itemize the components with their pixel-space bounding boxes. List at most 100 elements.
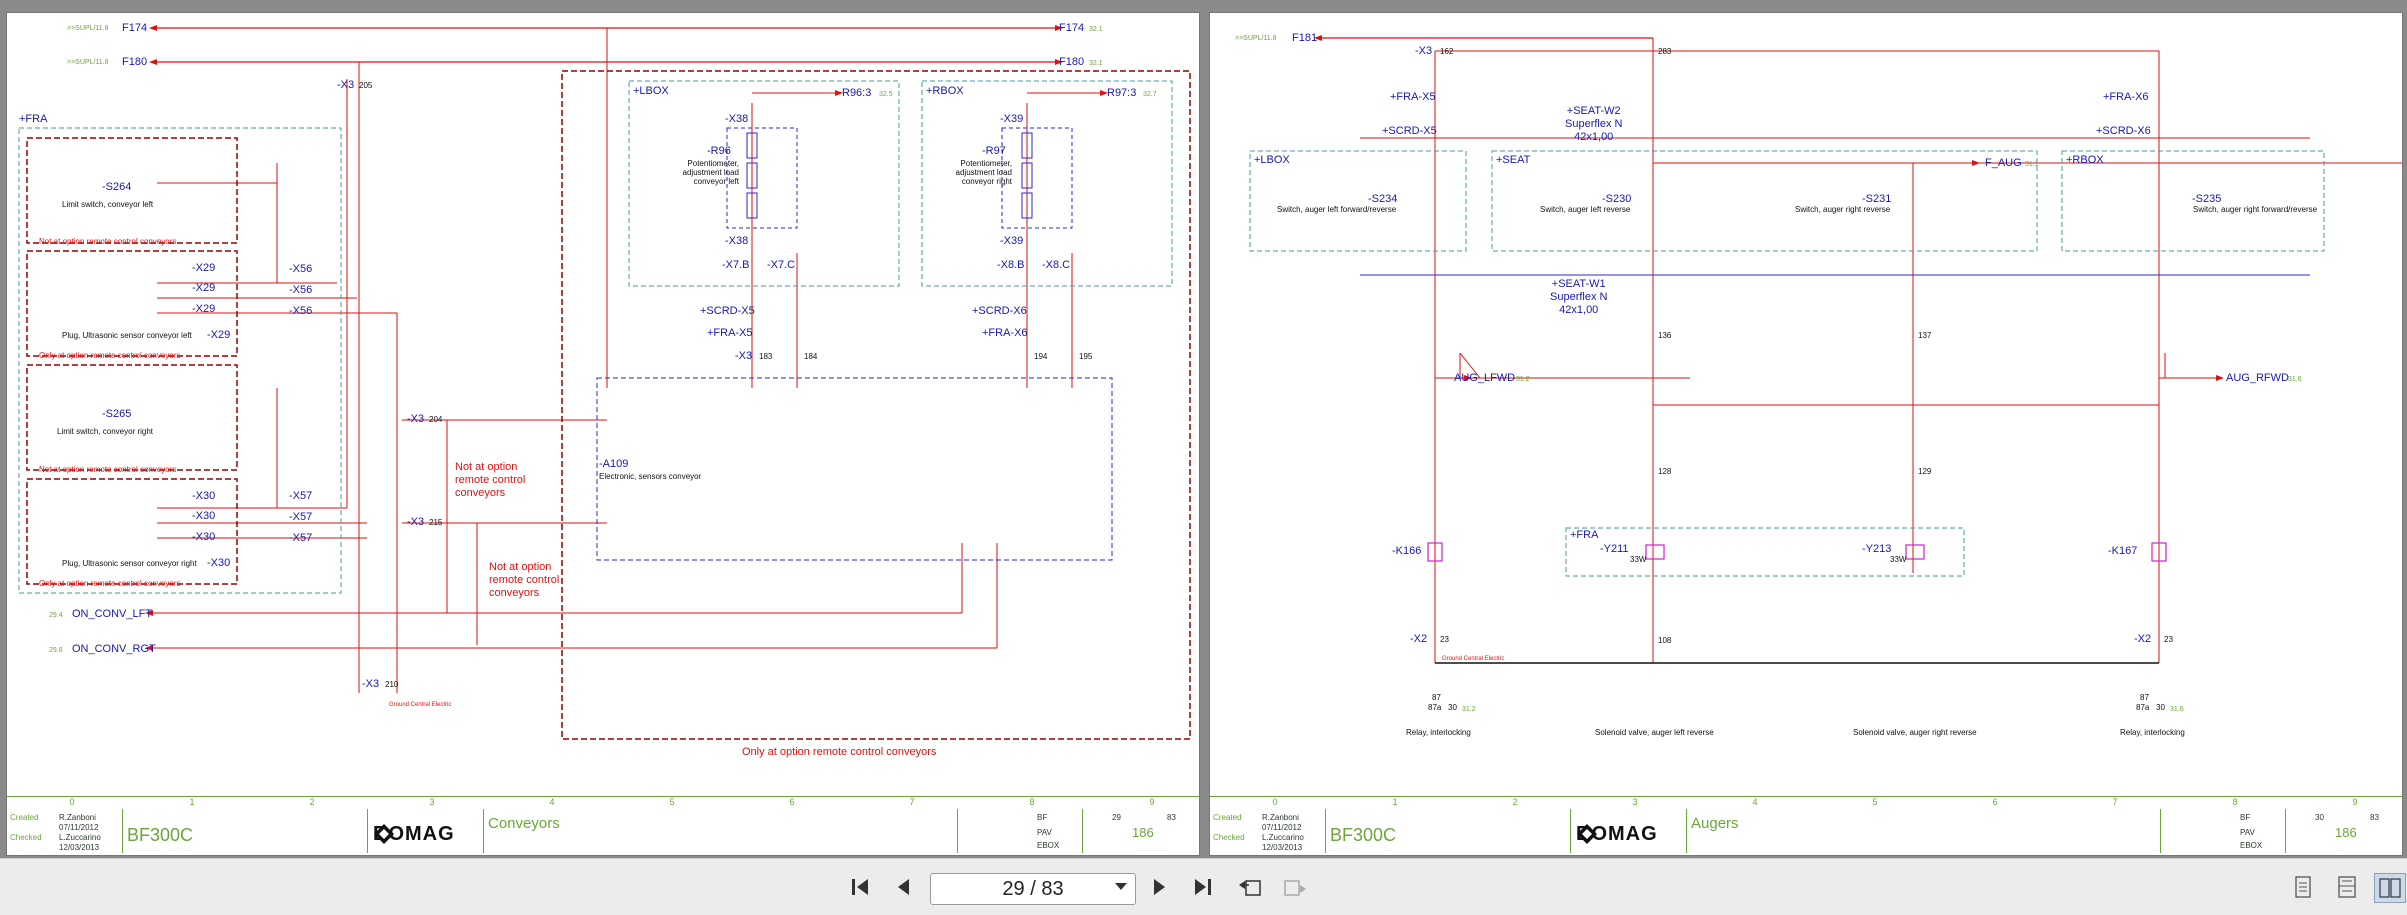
bottom-option-note: Only at option remote control conveyors xyxy=(742,746,937,758)
cable-type: Superflex N xyxy=(1565,118,1623,130)
r97-ref[interactable]: R97:3 xyxy=(1107,87,1137,99)
k166-tag[interactable]: -K166 xyxy=(1392,545,1422,557)
relay-ref-87a: 87a xyxy=(1428,703,1442,712)
signal-on-conv-lft[interactable]: ON_CONV_LFT xyxy=(72,608,153,620)
terminal-283: 283 xyxy=(1658,47,1672,56)
option-note: Not at option remote control conveyors xyxy=(39,465,177,474)
x3-label: -X3 xyxy=(407,516,425,528)
checked-by: L.Zuccarino xyxy=(59,833,101,842)
x30-tag[interactable]: -X30 xyxy=(207,557,231,569)
rbox-label: +RBOX xyxy=(2066,154,2104,166)
x30-pin-a: -X30 xyxy=(192,490,216,502)
option-note: Only at option remote control conveyors xyxy=(39,351,181,360)
x2-label: -X2 xyxy=(1410,633,1428,645)
page-number: 30 xyxy=(2315,813,2324,822)
page-description: Augers xyxy=(1691,815,1739,832)
back-view-button[interactable] xyxy=(1235,873,1265,901)
x3-label: -X3 xyxy=(1415,45,1433,57)
s231-desc: Switch, auger right reverse xyxy=(1795,205,1891,214)
x57-label: -X57 xyxy=(289,511,313,523)
signal-f174-target[interactable]: F174 xyxy=(1059,22,1085,34)
s235-tag[interactable]: -S235 xyxy=(2192,193,2222,205)
first-page-button[interactable] xyxy=(845,873,875,901)
rbox-label: +RBOX xyxy=(926,85,964,97)
caption-valve-right: Solenoid valve, auger right reverse xyxy=(1853,728,1977,737)
x30-desc: Plug, Ultrasonic sensor conveyor right xyxy=(62,559,197,568)
x8c-label: -X8.C xyxy=(1042,259,1071,271)
x7b-label: -X7.B xyxy=(722,259,750,271)
x38-label: -X38 xyxy=(725,113,749,125)
page-selector[interactable]: 29 / 83 xyxy=(930,873,1136,905)
x39-label: -X39 xyxy=(1000,113,1024,125)
terminal-162: 162 xyxy=(1440,47,1454,56)
r97-ref-page: 32.7 xyxy=(1143,91,1157,98)
x29-tag[interactable]: -X29 xyxy=(207,329,231,341)
previous-page-icon xyxy=(898,879,909,895)
signal-f180-target[interactable]: F180 xyxy=(1059,56,1085,68)
two-page-icon xyxy=(2379,878,2401,898)
page-of: 83 xyxy=(2370,813,2379,822)
s230-desc: Switch, auger left reverse xyxy=(1540,205,1631,214)
checked-date: 12/03/2013 xyxy=(1262,843,1303,852)
checked-label: Checked xyxy=(10,833,42,842)
s264-tag[interactable]: -S264 xyxy=(102,181,132,193)
last-page-button[interactable] xyxy=(1188,873,1218,901)
scrd-x5-label: +SCRD-X5 xyxy=(1382,125,1437,137)
r97-tag[interactable]: -R97 xyxy=(982,145,1006,157)
next-page-button[interactable] xyxy=(1145,873,1175,901)
signal-f-aug[interactable]: F_AUG xyxy=(1985,157,2022,169)
x29-desc: Plug, Ultrasonic sensor conveyor left xyxy=(62,331,192,340)
k167-tag[interactable]: -K167 xyxy=(2108,545,2138,557)
y211-tag[interactable]: -Y211 xyxy=(1600,543,1629,555)
checked-date: 12/03/2013 xyxy=(59,843,100,852)
model-name: BF300C xyxy=(127,825,194,845)
a109-tag[interactable]: -A109 xyxy=(599,458,629,470)
s231-tag[interactable]: -S231 xyxy=(1862,193,1892,205)
single-page-view-button[interactable] xyxy=(2288,873,2318,901)
previous-page-button[interactable] xyxy=(888,873,918,901)
terminal-23: 23 xyxy=(1440,635,1449,644)
fra-x5-label: +FRA-X5 xyxy=(707,327,753,339)
s234-tag[interactable]: -S234 xyxy=(1368,193,1398,205)
conveyors-wiring-diagram xyxy=(7,25,1199,798)
fra-x5-label: +FRA-X5 xyxy=(1390,91,1436,103)
relay-ref-87a: 87a xyxy=(2136,703,2150,712)
cable-section: 42x1,00 xyxy=(1559,304,1599,316)
continuous-view-button[interactable] xyxy=(2332,873,2362,901)
signal-ref: 31.2 xyxy=(1516,376,1530,383)
created-label: Created xyxy=(10,813,39,822)
x56-label: -X56 xyxy=(289,263,313,275)
r96-tag[interactable]: -R96 xyxy=(707,145,731,157)
first-page-icon xyxy=(852,879,868,895)
s230-tag[interactable]: -S230 xyxy=(1602,193,1632,205)
x30-pin-c: -X30 xyxy=(192,531,216,543)
lbox-label: +LBOX xyxy=(1254,154,1290,166)
s264-desc: Limit switch, conveyor left xyxy=(62,200,154,209)
signal-f180[interactable]: F180 xyxy=(122,56,148,68)
s265-tag[interactable]: -S265 xyxy=(102,408,132,420)
forward-view-button[interactable] xyxy=(1280,873,1310,901)
terminal-23: 23 xyxy=(2164,635,2173,644)
signal-ref: 32.1 xyxy=(1089,26,1103,33)
signal-f181[interactable]: F181 xyxy=(1292,32,1318,44)
signal-ref: >>SUPL/11.8 xyxy=(67,59,109,66)
continuous-page-icon xyxy=(2338,876,2356,898)
model-name: BF300C xyxy=(1330,825,1397,845)
signal-f174[interactable]: F174 xyxy=(122,22,148,34)
y213-tag[interactable]: -Y213 xyxy=(1862,543,1892,555)
single-page-icon xyxy=(2295,876,2311,898)
x56-label: -X56 xyxy=(289,305,313,317)
caption-relay-left: Relay, interlocking xyxy=(1406,728,1471,737)
signal-aug-rfwd[interactable]: AUG_RFWD xyxy=(2226,372,2289,384)
two-page-view-button[interactable] xyxy=(2374,873,2406,903)
terminal-210: 210 xyxy=(385,680,399,689)
x56-label: -X56 xyxy=(289,284,313,296)
total-pages: 186 xyxy=(2335,825,2357,840)
terminal-184: 184 xyxy=(804,352,818,361)
signal-on-conv-rgt[interactable]: ON_CONV_RGT xyxy=(72,643,156,655)
r96-ref[interactable]: R96:3 xyxy=(842,87,872,99)
scrd-x6-label: +SCRD-X6 xyxy=(2096,125,2151,137)
document-viewer: >>SUPL/11.8 F174 F174 32.1 >>SUPL/11.8 F… xyxy=(0,0,2407,858)
signal-aug-lfwd[interactable]: AUG_LFWD xyxy=(1454,372,1516,384)
